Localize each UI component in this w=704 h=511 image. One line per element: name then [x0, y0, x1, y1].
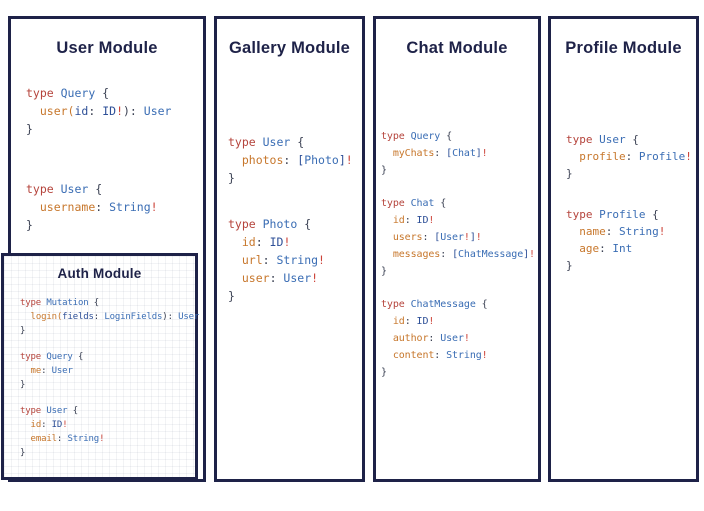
code-block: type ChatMessage { id: ID! author: User!… — [381, 296, 535, 381]
code-block: type Photo { id: ID! url: String! user: … — [228, 215, 353, 305]
code-block: type Query { me: User} — [20, 350, 199, 392]
code-line: type Query { — [26, 86, 110, 100]
code-line: users: [User!]! — [392, 232, 482, 243]
code-line: id: ID! — [241, 235, 291, 249]
code-line: type Chat { — [381, 198, 447, 209]
profile-module-title: Profile Module — [565, 39, 682, 57]
code-line: url: String! — [241, 253, 325, 267]
code-line: type User { — [26, 182, 103, 196]
code-line: login(fields: LoginFields): User — [30, 312, 200, 322]
code-line: name: String! — [579, 225, 666, 238]
gallery-module-panel: Gallery Module type User { photos: [Phot… — [214, 16, 365, 482]
code-line: me: User — [30, 366, 73, 376]
code-block: type User { photos: [Photo]!} — [228, 133, 353, 187]
code-block: type User { id: ID! email: String!} — [20, 404, 199, 460]
code-line: } — [566, 259, 573, 272]
auth-module-title: Auth Module — [57, 266, 142, 281]
code-line: } — [20, 448, 26, 458]
code-line: } — [228, 171, 235, 185]
code-block: type Mutation { login(fields: LoginField… — [20, 296, 199, 338]
code-line: profile: Profile! — [579, 150, 692, 163]
code-line: type User { — [566, 133, 639, 146]
code-line: email: String! — [30, 434, 105, 444]
gallery-module-code: type User { photos: [Photo]!}type Photo … — [228, 133, 353, 305]
code-line: } — [228, 289, 235, 303]
chat-module-title: Chat Module — [406, 39, 508, 57]
code-line: id: ID! — [30, 420, 68, 430]
code-line: type User { — [20, 406, 78, 416]
gallery-module-title: Gallery Module — [228, 39, 351, 57]
code-line: type Query { — [381, 131, 453, 142]
code-line: } — [20, 380, 26, 390]
code-line: type ChatMessage { — [381, 299, 488, 310]
code-line: } — [381, 367, 387, 378]
code-block: type Query { myChats: [Chat]!} — [381, 128, 535, 179]
auth-module-code: type Mutation { login(fields: LoginField… — [20, 296, 199, 460]
code-line: } — [20, 326, 26, 336]
code-line: type Mutation { — [20, 298, 100, 308]
code-block: type Profile { name: String! age: Int} — [566, 206, 692, 274]
code-line: photos: [Photo]! — [241, 153, 353, 167]
code-line: type User { — [228, 135, 305, 149]
profile-module-panel: Profile Module type User { profile: Prof… — [548, 16, 699, 482]
code-line: type Photo { — [228, 217, 312, 231]
code-line: age: Int — [579, 242, 633, 255]
code-line: messages: [ChatMessage]! — [392, 249, 535, 260]
code-line: author: User! — [392, 333, 470, 344]
auth-module-panel: Auth Module type Mutation { login(fields… — [1, 253, 199, 480]
code-line: myChats: [Chat]! — [392, 148, 488, 159]
code-block: type User { profile: Profile!} — [566, 131, 692, 182]
user-module-code: type Query { user(id: ID!): User}type Us… — [26, 84, 171, 234]
user-module-title: User Module — [56, 39, 158, 57]
code-line: } — [381, 266, 387, 277]
chat-module-code: type Query { myChats: [Chat]!}type Chat … — [381, 128, 535, 381]
code-line: } — [26, 218, 33, 232]
code-block: type Query { user(id: ID!): User} — [26, 84, 171, 138]
code-line: id: ID! — [392, 316, 435, 327]
code-line: user(id: ID!): User — [39, 104, 172, 118]
code-line: content: String! — [392, 350, 488, 361]
code-line: type Query { — [20, 352, 84, 362]
code-line: username: String! — [39, 200, 158, 214]
code-line: type Profile { — [566, 208, 659, 221]
code-line: } — [381, 165, 387, 176]
profile-module-code: type User { profile: Profile!}type Profi… — [566, 131, 692, 274]
chat-module-panel: Chat Module type Query { myChats: [Chat]… — [373, 16, 541, 482]
code-line: id: ID! — [392, 215, 435, 226]
code-line: } — [566, 167, 573, 180]
code-line: user: User! — [241, 271, 319, 285]
code-block: type Chat { id: ID! users: [User!]! mess… — [381, 195, 535, 280]
code-block: type User { username: String!} — [26, 180, 171, 234]
code-line: } — [26, 122, 33, 136]
